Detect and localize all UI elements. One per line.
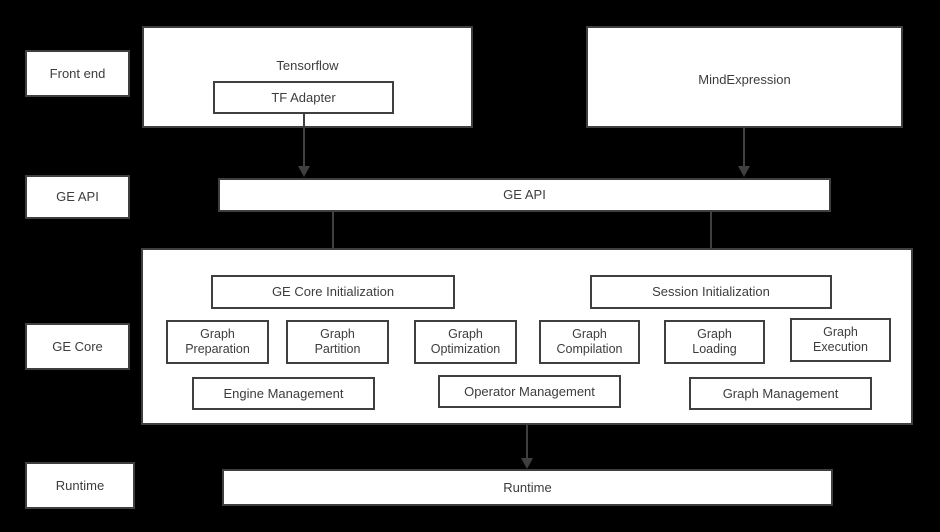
layer-label-ge-api: GE API	[25, 175, 130, 219]
graph-management-box[interactable]: Graph Management	[689, 377, 872, 410]
mindexpression-title: MindExpression	[698, 72, 791, 87]
layer-label-ge-core: GE Core	[25, 323, 130, 370]
graph-loading-box[interactable]: Graph Loading	[664, 320, 765, 364]
graph-partition-box[interactable]: Graph Partition	[286, 320, 389, 364]
graph-optimization-box[interactable]: Graph Optimization	[414, 320, 517, 364]
ge-core-initialization-box[interactable]: GE Core Initialization	[211, 275, 455, 309]
graph-compilation-box[interactable]: Graph Compilation	[539, 320, 640, 364]
layer-label-front-end: Front end	[25, 50, 130, 97]
operator-management-box[interactable]: Operator Management	[438, 375, 621, 408]
engine-management-box[interactable]: Engine Management	[192, 377, 375, 410]
mindexpression-container: MindExpression	[586, 26, 903, 128]
tf-adapter-box[interactable]: TF Adapter	[213, 81, 394, 114]
layer-label-runtime: Runtime	[25, 462, 135, 509]
ge-api-box[interactable]: GE API	[218, 178, 831, 212]
graph-preparation-box[interactable]: Graph Preparation	[166, 320, 269, 364]
tensorflow-title: Tensorflow	[276, 58, 339, 73]
graph-execution-box[interactable]: Graph Execution	[790, 318, 891, 362]
runtime-box[interactable]: Runtime	[222, 469, 833, 506]
session-initialization-box[interactable]: Session Initialization	[590, 275, 832, 309]
